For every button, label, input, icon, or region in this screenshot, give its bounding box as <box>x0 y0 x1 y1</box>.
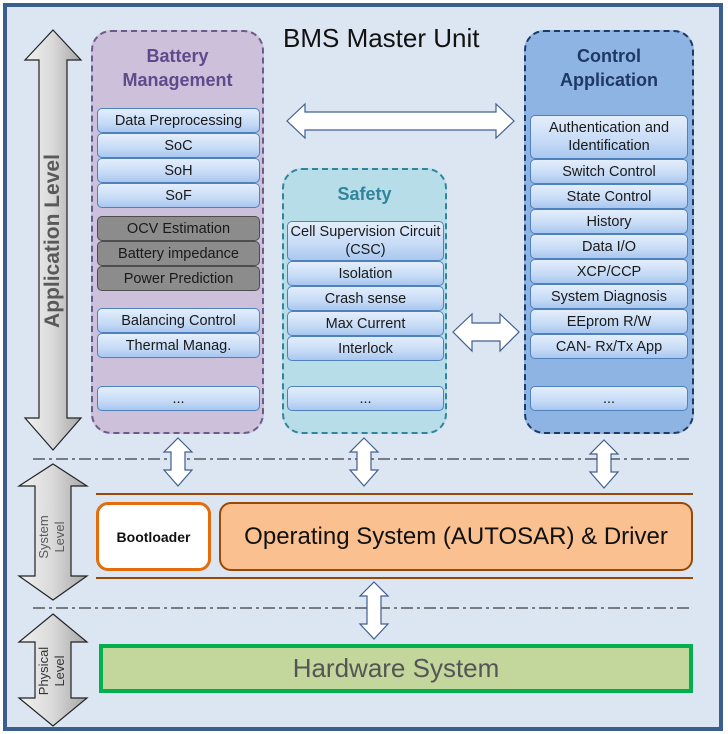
ctrl-item-eeprom-rw: EEprom R/W <box>530 309 688 334</box>
system-level-arrow <box>16 463 90 601</box>
bm-item-soh: SoH <box>97 158 260 183</box>
battery-management-group: Battery Management Data Preprocessing So… <box>91 30 264 434</box>
hardware-system-block: Hardware System <box>99 644 693 693</box>
safety-item-crash-sense: Crash sense <box>287 286 444 311</box>
bm-item-more: ... <box>97 386 260 411</box>
ctrl-item-data-io: Data I/O <box>530 234 688 259</box>
application-level-arrow <box>23 29 83 451</box>
bm-control-arrow <box>286 102 515 140</box>
bm-item-data-preprocessing: Data Preprocessing <box>97 108 260 133</box>
safety-title: Safety <box>337 184 392 204</box>
bm-os-arrow <box>162 437 194 487</box>
os-top-line <box>96 493 693 495</box>
os-bottom-line <box>96 577 693 579</box>
control-application-group: Control Application Authentication and I… <box>524 30 694 434</box>
control-application-title-line2: Application <box>560 70 658 90</box>
battery-management-title-line1: Battery <box>146 46 209 66</box>
operating-system-block: Operating System (AUTOSAR) & Driver <box>219 502 693 571</box>
safety-control-arrow <box>452 312 520 353</box>
bm-item-soc: SoC <box>97 133 260 158</box>
ctrl-item-xcp-ccp: XCP/CCP <box>530 259 688 284</box>
system-level-label-line2: Level <box>52 521 67 553</box>
control-application-title: Control Application <box>526 44 692 92</box>
system-level-label: System Level <box>36 492 70 582</box>
ctrl-item-history: History <box>530 209 688 234</box>
safety-item-more: ... <box>287 386 444 411</box>
ctrl-item-state-control: State Control <box>530 184 688 209</box>
bm-item-sof: SoF <box>97 183 260 208</box>
control-application-title-line1: Control <box>577 46 641 66</box>
battery-management-title-line2: Management <box>122 70 233 90</box>
application-level-label: Application Level <box>41 154 64 328</box>
control-os-arrow <box>588 439 620 489</box>
safety-item-isolation: Isolation <box>287 261 444 286</box>
bm-item-ocv-estimation: OCV Estimation <box>97 216 260 241</box>
safety-item-interlock: Interlock <box>287 336 444 361</box>
ctrl-item-more: ... <box>530 386 688 411</box>
physical-level-label-line1: Physical <box>36 646 51 696</box>
safety-item-max-current: Max Current <box>287 311 444 336</box>
bootloader-block: Bootloader <box>96 502 211 571</box>
physical-level-label-line2: Level <box>52 655 67 687</box>
bm-item-thermal-management: Thermal Manag. <box>97 333 260 358</box>
bm-item-battery-impedance: Battery impedance <box>97 241 260 266</box>
bm-item-power-prediction: Power Prediction <box>97 266 260 291</box>
ctrl-item-system-diagnosis: System Diagnosis <box>530 284 688 309</box>
physical-level-arrow <box>17 613 89 727</box>
bm-item-balancing-control: Balancing Control <box>97 308 260 333</box>
ctrl-item-can-rx-tx-app: CAN- Rx/Tx App <box>530 334 688 359</box>
diagram-title: BMS Master Unit <box>283 23 480 53</box>
os-hardware-arrow <box>358 581 390 640</box>
system-level-label-line1: System <box>36 515 51 559</box>
ctrl-item-authentication-identification: Authentication and Identification <box>530 115 688 159</box>
safety-group: Safety Cell Supervision Circuit (CSC) Is… <box>282 168 447 434</box>
battery-management-title: Battery Management <box>93 44 262 92</box>
safety-item-cell-supervision-circuit: Cell Supervision Circuit (CSC) <box>287 221 444 261</box>
physical-level-label: Physical Level <box>36 636 70 706</box>
ctrl-item-switch-control: Switch Control <box>530 159 688 184</box>
safety-os-arrow <box>348 437 380 487</box>
